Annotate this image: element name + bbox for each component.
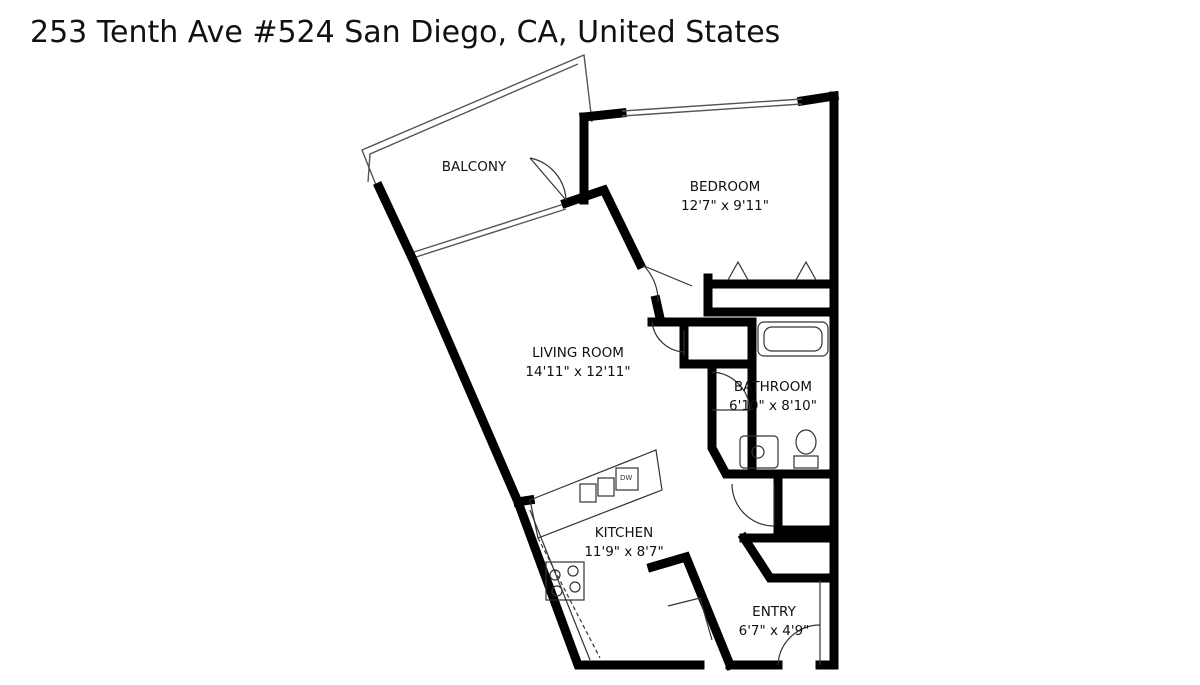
- kitchen-fixtures: DW: [529, 449, 713, 661]
- kitchen-dim: 11'9" x 8'7": [584, 544, 663, 560]
- bathroom-name: BATHROOM: [734, 379, 812, 395]
- bathtub: [757, 321, 829, 357]
- entry-name: ENTRY: [752, 604, 796, 620]
- bedroom-dim: 12'7" x 9'11": [681, 198, 769, 214]
- bathroom-dim: 6'10" x 8'10": [729, 398, 817, 414]
- doors: [529, 157, 821, 666]
- kitchen-name: KITCHEN: [595, 525, 654, 541]
- closet-hangers: [727, 260, 817, 281]
- sink: [739, 435, 779, 469]
- toilet-bowl: [795, 429, 817, 455]
- room-living: LIVING ROOM 14'11" x 12'11": [525, 345, 630, 380]
- room-kitchen: KITCHEN 11'9" x 8'7": [584, 525, 663, 560]
- sink-left: [579, 483, 597, 503]
- stove: [545, 561, 585, 601]
- living-dim: 14'11" x 12'11": [525, 364, 630, 380]
- sink-right: [597, 477, 615, 497]
- toilet-tank: [793, 455, 819, 469]
- windows: [621, 98, 803, 117]
- walls: [373, 90, 840, 671]
- bedroom-name: BEDROOM: [690, 179, 760, 195]
- dishwasher-label: DW: [620, 474, 632, 482]
- bathroom-fixtures: [739, 321, 829, 469]
- room-balcony: BALCONY: [442, 159, 507, 175]
- room-entry: ENTRY 6'7" x 4'9": [739, 604, 810, 639]
- dishwasher: [615, 467, 639, 491]
- living-name: LIVING ROOM: [532, 345, 624, 361]
- balcony-railing: [361, 53, 593, 258]
- balcony-name: BALCONY: [442, 159, 507, 175]
- room-bedroom: BEDROOM 12'7" x 9'11": [681, 179, 769, 214]
- address-title: 253 Tenth Ave #524 San Diego, CA, United…: [30, 15, 780, 50]
- room-bathroom: BATHROOM 6'10" x 8'10": [729, 379, 817, 414]
- entry-dim: 6'7" x 4'9": [739, 623, 810, 639]
